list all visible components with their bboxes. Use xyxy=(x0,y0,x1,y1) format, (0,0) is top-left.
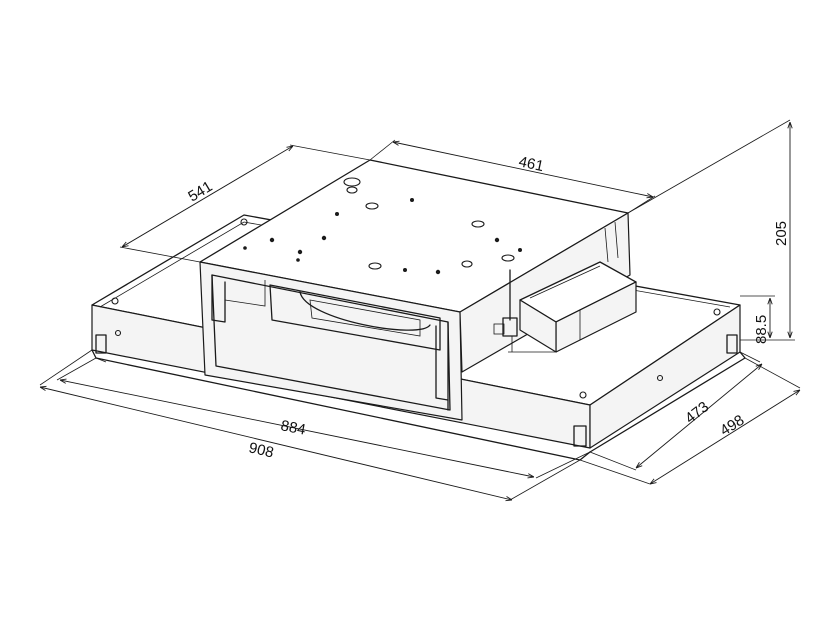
dim-label-498: 498 xyxy=(717,412,747,440)
dim-label-884: 884 xyxy=(279,417,307,438)
dimension-lines xyxy=(40,122,800,500)
dim-label-205: 205 xyxy=(773,221,790,246)
dim-line-498 xyxy=(650,390,800,484)
corner-clip-right xyxy=(726,334,738,354)
dim-label-461: 461 xyxy=(517,153,545,175)
dim-label-88-5: 88.5 xyxy=(753,315,770,344)
dim-line-908 xyxy=(40,387,512,500)
control-box-side xyxy=(519,299,557,353)
corner-clip-left xyxy=(95,334,107,354)
dim-label-473: 473 xyxy=(682,398,712,427)
dim-line-461 xyxy=(393,142,653,197)
corner-clip-front xyxy=(573,425,587,447)
cable-plug xyxy=(502,317,518,337)
dim-line-541 xyxy=(122,146,293,247)
dim-label-541: 541 xyxy=(185,178,215,205)
extension-lines xyxy=(39,119,801,501)
control-box xyxy=(493,261,637,353)
dimension-labels: 461 541 205 88.5 884 908 473 498 xyxy=(185,153,790,461)
dim-label-908: 908 xyxy=(247,439,275,461)
